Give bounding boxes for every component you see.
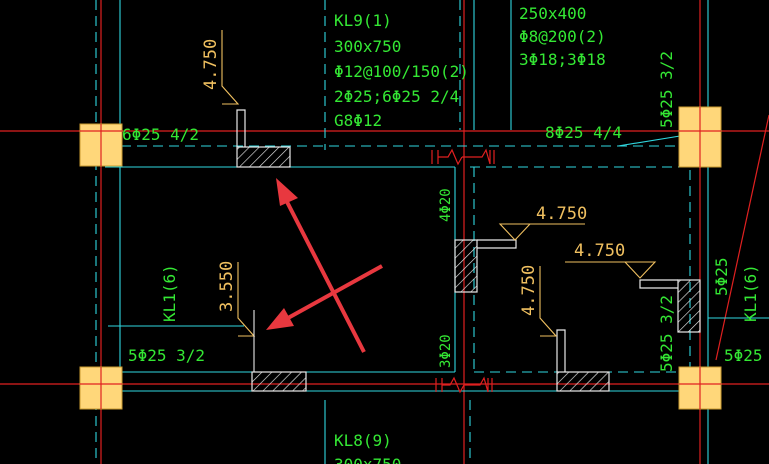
kl1-right-name: KL1(6) [741, 264, 760, 322]
kl9-bars: 2Φ25;6Φ25 2/4 [334, 87, 459, 106]
pointer-arrows [266, 178, 383, 353]
l-top-bars: 3Φ18;3Φ18 [519, 50, 606, 69]
columns [79, 106, 722, 410]
hatch-right-step [639, 279, 678, 289]
break-symbols [431, 148, 495, 394]
rebar-top-left: 6Φ25 4/2 [122, 125, 199, 144]
hatch-middle [454, 239, 478, 293]
rebar-bottom-right: 5Φ25 [724, 346, 763, 365]
top-right-rebar-leader [617, 135, 681, 147]
hatch-top-left-step [236, 109, 246, 147]
kl9-name: KL9(1) [334, 11, 392, 30]
column-bottom-right [678, 366, 722, 410]
hatch-bottom-right-step [556, 329, 566, 372]
elev-top-left: 4.750 [201, 39, 221, 90]
arrow-pointing-top-edge [276, 178, 366, 353]
rebar-right-mid-vertical: 5Φ25 [712, 257, 731, 296]
hatch-bottom-left [251, 371, 307, 392]
break-symbol-bottom [435, 376, 493, 394]
beam-outlines [95, 0, 769, 464]
rebar-bottom-left: 5Φ25 3/2 [128, 346, 205, 365]
rebar-right-lower-vertical: 5Φ25 3/2 [657, 295, 676, 372]
kl1-left-name: KL1(6) [160, 264, 179, 322]
kl8-name: KL8(9) [334, 431, 392, 450]
elev-right-upper: 4.750 [536, 204, 587, 224]
column-top-right [678, 106, 722, 168]
kl9-side: G8Φ12 [334, 111, 382, 130]
axis-diagonal-right [715, 114, 769, 361]
l-top-stirrup: Φ8@200(2) [519, 27, 606, 46]
elev-mark-right-lower [539, 266, 558, 337]
elev-mark-right-upper [498, 223, 585, 241]
kl8-size: 300x750 [334, 455, 401, 464]
rebar-right-upper-vertical: 5Φ25 3/2 [657, 51, 676, 128]
elevation-markers [221, 30, 657, 372]
break-symbol-top [431, 148, 495, 166]
rebar-mid-vertical-lower: 3Φ20 [438, 334, 454, 368]
elev-mark-top-left [221, 30, 240, 105]
hatch-middle-step [477, 239, 517, 249]
hatch-bottom-right [556, 371, 610, 392]
hatched-sections [236, 109, 701, 392]
column-bottom-left [79, 366, 123, 410]
arrow-pointing-bottom-left-section [266, 264, 383, 330]
kl9-stirrup: Φ12@100/150(2) [334, 62, 469, 81]
elev-right-mid: 4.750 [574, 241, 625, 261]
kl9-size: 300x750 [334, 37, 401, 56]
elev-mark-mid-left [237, 262, 256, 337]
elev-mark-right-mid [565, 261, 657, 279]
rebar-mid-vertical-upper: 4Φ20 [438, 188, 454, 222]
column-top-left [79, 123, 123, 167]
hatch-top-left [236, 146, 291, 168]
elev-right-lower: 4.750 [519, 265, 539, 316]
hatch-right [677, 279, 701, 333]
l-top-size: 250x400 [519, 4, 586, 23]
elev-mid-left: 3.550 [217, 261, 237, 312]
rebar-top-right: 8Φ25 4/4 [545, 123, 622, 142]
